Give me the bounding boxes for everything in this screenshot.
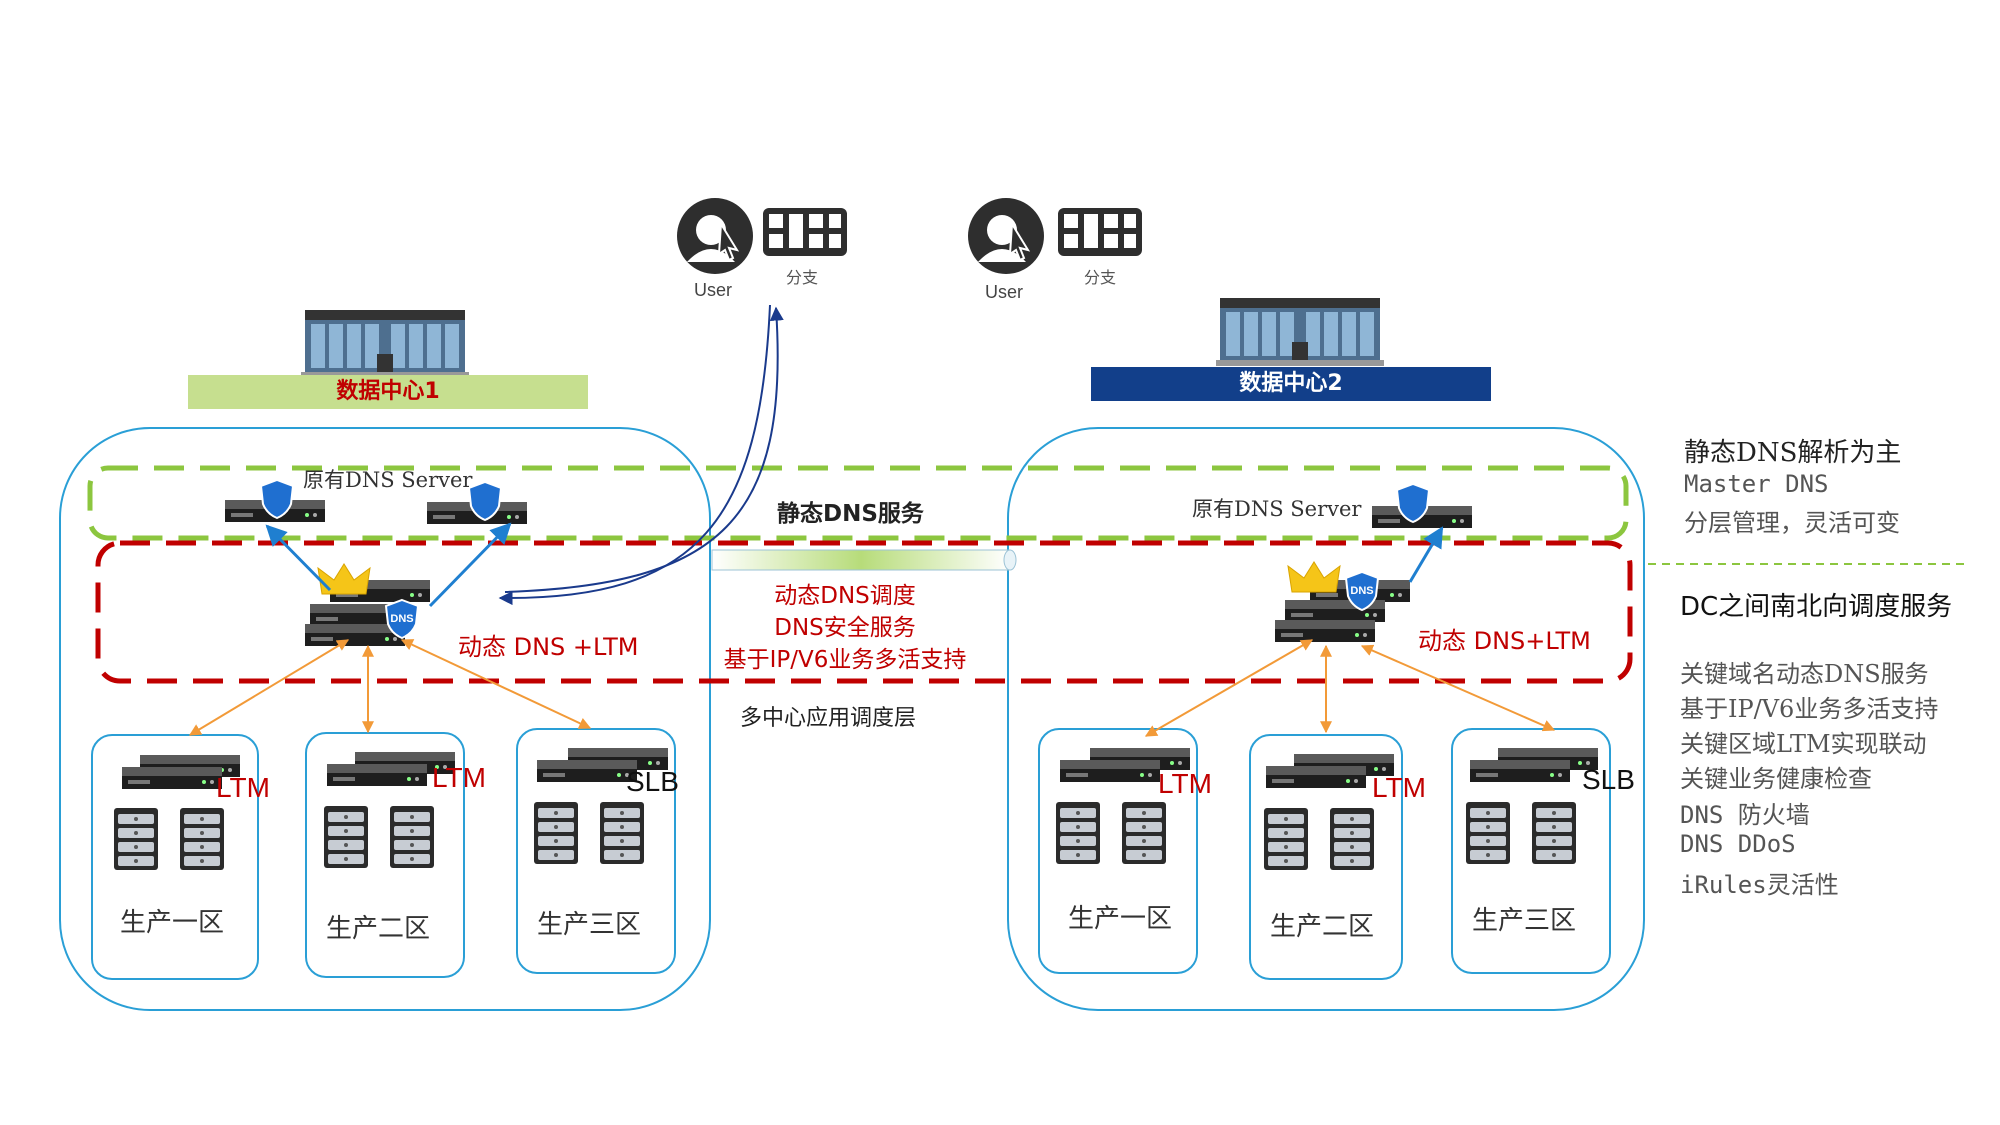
dc2-old-dns-label: 原有DNS Server <box>1192 497 1362 521</box>
right-dc-line-3: 关键区域LTM实现联动 <box>1680 730 1927 758</box>
branch1-icon <box>763 208 847 256</box>
dc2-zone1-name: 生产一区 <box>1068 904 1173 934</box>
datacenter1-building-icon <box>301 310 469 378</box>
branch2-label: 分支 <box>1084 268 1117 287</box>
dc2-zone3-tag: SLB <box>1582 764 1635 795</box>
dc1-dns-badge: DNS <box>390 613 413 625</box>
dc2-zone1-devices <box>1056 748 1190 864</box>
dc1-zone2-tag: LTM <box>432 762 486 793</box>
dc2-zone2-box <box>1249 734 1403 980</box>
dc1-zone3-box <box>516 728 676 974</box>
datacenter2-building-icon <box>1216 298 1384 366</box>
dc1-dynamic-dns-device <box>305 563 430 646</box>
dc2-zone1-tag: LTM <box>1158 768 1212 799</box>
dc2-zone1-box <box>1038 728 1198 974</box>
datacenter1-label: 数据中心1 <box>188 375 588 409</box>
dc1-zone2-name: 生产二区 <box>326 914 431 944</box>
dc1-zone1-name: 生产一区 <box>120 908 225 938</box>
dc1-link-zone3 <box>400 639 592 729</box>
user1-label: User <box>694 280 733 300</box>
dc2-link-zone3 <box>1360 644 1556 732</box>
dc2-boundary <box>1007 427 1645 1011</box>
dc2-zone3-name: 生产三区 <box>1472 906 1577 936</box>
multi-center-scheduling-layer: 多中心应用调度层 <box>740 706 917 731</box>
dc2-dynamic-dns-device <box>1275 561 1410 642</box>
dc1-link-dns-b <box>428 522 512 608</box>
dc1-zone1-tag: LTM <box>216 772 270 803</box>
right-dc-title: DC之间南北向调度服务 <box>1680 592 1953 622</box>
dc1-zone2-box <box>305 732 465 978</box>
right-dc-line-2: 基于IP/V6业务多活支持 <box>1680 695 1939 723</box>
dc2-zone2-name: 生产二区 <box>1270 912 1375 942</box>
dc1-link-zone1 <box>188 639 350 736</box>
dc1-zone3-name: 生产三区 <box>537 910 642 940</box>
static-dns-service-label: 静态DNS服务 <box>777 501 924 527</box>
right-static-line-1: Master DNS <box>1684 470 1829 498</box>
dc1-dynamic-dns-label: 动态 DNS +LTM <box>458 633 639 661</box>
branch2-icon <box>1058 208 1142 256</box>
branch1-label: 分支 <box>786 268 819 287</box>
user2-label: User <box>985 282 1024 302</box>
right-static-title: 静态DNS解析为主 <box>1684 438 1902 468</box>
dynamic-dns-scheduling: 动态DNS调度 <box>774 583 916 609</box>
dynamic-dns-layer <box>95 540 1633 684</box>
ipv6-multi-active: 基于IP/V6业务多活支持 <box>723 647 967 673</box>
dc1-zone3-tag: SLB <box>626 766 679 797</box>
dc2-link-zone1 <box>1144 639 1314 737</box>
right-static-line-2: 分层管理，灵活可变 <box>1684 509 1900 537</box>
dc1-link-dns-a <box>265 524 332 592</box>
user-query-arrow-back <box>504 306 784 593</box>
dc1-zone1-box <box>91 734 259 980</box>
right-dc-line-7: iRules灵活性 <box>1680 871 1839 899</box>
dc2-dns-badge: DNS <box>1350 585 1373 597</box>
user2-icon <box>967 197 1045 275</box>
datacenter2-label: 数据中心2 <box>1091 367 1491 401</box>
static-dns-layer <box>87 465 1629 541</box>
dns-security-service: DNS安全服务 <box>774 615 916 641</box>
right-dc-line-5: DNS 防火墙 <box>1680 801 1810 829</box>
dc2-zone2-tag: LTM <box>1372 772 1426 803</box>
user-query-arrow-out <box>498 304 771 606</box>
dc2-link-dns <box>1408 526 1444 583</box>
right-dc-line-1: 关键域名动态DNS服务 <box>1680 660 1929 688</box>
dc2-dynamic-dns-label: 动态 DNS+LTM <box>1418 627 1591 655</box>
dc2-zone3-devices <box>1466 748 1598 864</box>
right-dc-line-6: DNS DDoS <box>1680 830 1796 858</box>
right-dc-line-4: 关键业务健康检查 <box>1680 765 1872 793</box>
user1-icon <box>676 197 754 275</box>
dc1-boundary <box>59 427 711 1011</box>
dc1-old-dns-label: 原有DNS Server <box>303 468 473 492</box>
interconnect-tube <box>711 549 1017 571</box>
